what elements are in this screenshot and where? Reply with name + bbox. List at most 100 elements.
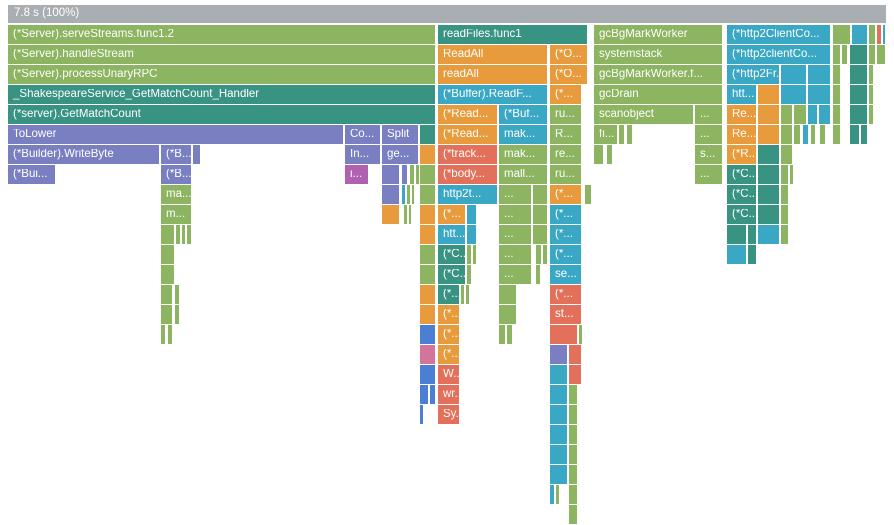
flame-frame[interactable]: (*... <box>550 185 582 205</box>
flame-frame-unlabeled[interactable] <box>758 205 780 225</box>
flame-frame[interactable]: ... <box>499 205 532 225</box>
flame-frame-unlabeled[interactable] <box>569 385 578 405</box>
flame-frame[interactable]: scanobject <box>594 105 694 125</box>
flame-frame-unlabeled[interactable] <box>781 65 807 85</box>
flame-frame-unlabeled[interactable] <box>808 85 831 105</box>
flame-frame[interactable]: mak... <box>499 145 548 165</box>
flame-frame[interactable]: (*Buffer).ReadF... <box>438 85 548 105</box>
flame-frame-unlabeled[interactable] <box>420 265 436 285</box>
flame-frame-unlabeled[interactable] <box>550 345 568 365</box>
flame-frame-unlabeled[interactable] <box>883 25 886 45</box>
flame-frame[interactable]: se... <box>550 265 582 285</box>
flame-frame-unlabeled[interactable] <box>187 225 192 245</box>
flame-frame[interactable]: m... <box>161 205 192 225</box>
flame-frame[interactable]: (*O... <box>550 45 588 65</box>
flame-frame-unlabeled[interactable] <box>467 205 477 225</box>
flame-frame-unlabeled[interactable] <box>819 105 831 125</box>
flame-frame-unlabeled[interactable] <box>781 125 793 145</box>
flame-frame[interactable]: (*track... <box>438 145 498 165</box>
flame-frame-unlabeled[interactable] <box>499 305 517 325</box>
flame-frame[interactable]: (*... <box>550 225 582 245</box>
flame-frame[interactable]: Re... <box>727 125 757 145</box>
flame-frame-unlabeled[interactable] <box>161 265 175 285</box>
flame-frame[interactable]: (*server).GetMatchCount <box>8 105 436 125</box>
flame-frame-unlabeled[interactable] <box>569 425 578 445</box>
flame-frame-unlabeled[interactable] <box>161 245 175 265</box>
flame-frame[interactable]: (*Builder).WriteByte <box>8 145 160 165</box>
flame-frame[interactable]: mak... <box>499 125 548 145</box>
flame-frame-unlabeled[interactable] <box>833 125 841 145</box>
flame-frame-unlabeled[interactable] <box>550 365 568 385</box>
flame-frame[interactable]: W... <box>438 365 460 385</box>
flame-frame[interactable]: st... <box>550 305 582 325</box>
flame-frame[interactable]: (*... <box>550 85 582 105</box>
flame-frame-unlabeled[interactable] <box>507 325 513 345</box>
flame-frame-unlabeled[interactable] <box>594 145 604 165</box>
flame-frame[interactable]: (*... <box>438 325 460 345</box>
flame-frame-unlabeled[interactable] <box>533 205 548 225</box>
flame-frame-unlabeled[interactable] <box>781 225 789 245</box>
flame-frame[interactable]: (*R... <box>727 145 757 165</box>
flame-frame[interactable]: mall... <box>499 165 548 185</box>
flame-frame-unlabeled[interactable] <box>420 365 436 385</box>
flame-frame-unlabeled[interactable] <box>467 265 472 285</box>
flame-frame-unlabeled[interactable] <box>877 45 886 65</box>
flame-frame-unlabeled[interactable] <box>758 85 780 105</box>
flame-frame-unlabeled[interactable] <box>869 105 874 125</box>
flame-frame[interactable]: ... <box>499 265 532 285</box>
flame-frame-unlabeled[interactable] <box>808 65 831 85</box>
flame-frame-unlabeled[interactable] <box>182 225 186 245</box>
flame-frame[interactable]: (*Server).processUnaryRPC <box>8 65 436 85</box>
flame-frame-unlabeled[interactable] <box>781 85 807 105</box>
flame-frame[interactable]: (*C... <box>438 245 466 265</box>
flame-frame-unlabeled[interactable] <box>569 465 578 485</box>
flame-frame-unlabeled[interactable] <box>850 125 860 145</box>
flame-frame-unlabeled[interactable] <box>382 165 400 185</box>
flame-frame-unlabeled[interactable] <box>569 365 582 385</box>
flame-frame-unlabeled[interactable] <box>758 145 780 165</box>
flame-frame-unlabeled[interactable] <box>850 105 868 125</box>
flame-frame[interactable]: systemstack <box>594 45 723 65</box>
flame-frame-unlabeled[interactable] <box>811 125 816 145</box>
flame-frame-unlabeled[interactable] <box>758 225 780 245</box>
flame-frame-unlabeled[interactable] <box>461 285 465 305</box>
flame-frame-unlabeled[interactable] <box>176 225 181 245</box>
flame-frame-unlabeled[interactable] <box>869 45 876 65</box>
flame-frame[interactable]: (*Buf... <box>499 105 548 125</box>
flame-frame-unlabeled[interactable] <box>833 65 841 85</box>
flame-frame-unlabeled[interactable] <box>420 225 436 245</box>
flame-frame[interactable]: gcDrain <box>594 85 723 105</box>
flame-frame[interactable]: re... <box>550 145 582 165</box>
flame-frame-unlabeled[interactable] <box>420 305 436 325</box>
flame-frame[interactable]: (*C... <box>727 165 757 185</box>
flame-frame-unlabeled[interactable] <box>536 245 542 265</box>
flame-frame[interactable]: gcBgMarkWorker <box>594 25 723 45</box>
flame-frame-unlabeled[interactable] <box>550 385 568 405</box>
flame-frame-unlabeled[interactable] <box>430 385 436 405</box>
flame-frame[interactable]: (*Read... <box>438 105 498 125</box>
flame-frame[interactable]: (*http2Fr... <box>727 65 780 85</box>
flame-frame[interactable]: (*http2ClientCo... <box>727 25 831 45</box>
flame-frame[interactable]: i... <box>345 165 369 185</box>
flame-frame-unlabeled[interactable] <box>727 225 747 245</box>
flame-frame[interactable]: ... <box>695 125 723 145</box>
flame-frame-unlabeled[interactable] <box>803 125 809 145</box>
flame-frame-unlabeled[interactable] <box>619 125 625 145</box>
flame-frame[interactable]: ToLower <box>8 125 344 145</box>
flame-frame[interactable]: ... <box>695 165 723 185</box>
flame-frame-unlabeled[interactable] <box>533 185 548 205</box>
flame-frame[interactable]: (*... <box>438 205 466 225</box>
flame-frame-unlabeled[interactable] <box>877 25 882 45</box>
flame-frame-unlabeled[interactable] <box>420 185 436 205</box>
flame-frame-unlabeled[interactable] <box>410 165 415 185</box>
flame-frame-unlabeled[interactable] <box>420 125 436 145</box>
flame-frame[interactable]: (*Server).handleStream <box>8 45 436 65</box>
flame-frame[interactable]: ... <box>499 245 532 265</box>
flame-frame-unlabeled[interactable] <box>161 325 166 345</box>
flame-frame-unlabeled[interactable] <box>193 145 201 165</box>
flame-frame-unlabeled[interactable] <box>175 305 180 325</box>
flame-frame-unlabeled[interactable] <box>850 45 868 65</box>
flame-frame[interactable]: In... <box>345 145 381 165</box>
flame-frame-unlabeled[interactable] <box>420 145 436 165</box>
